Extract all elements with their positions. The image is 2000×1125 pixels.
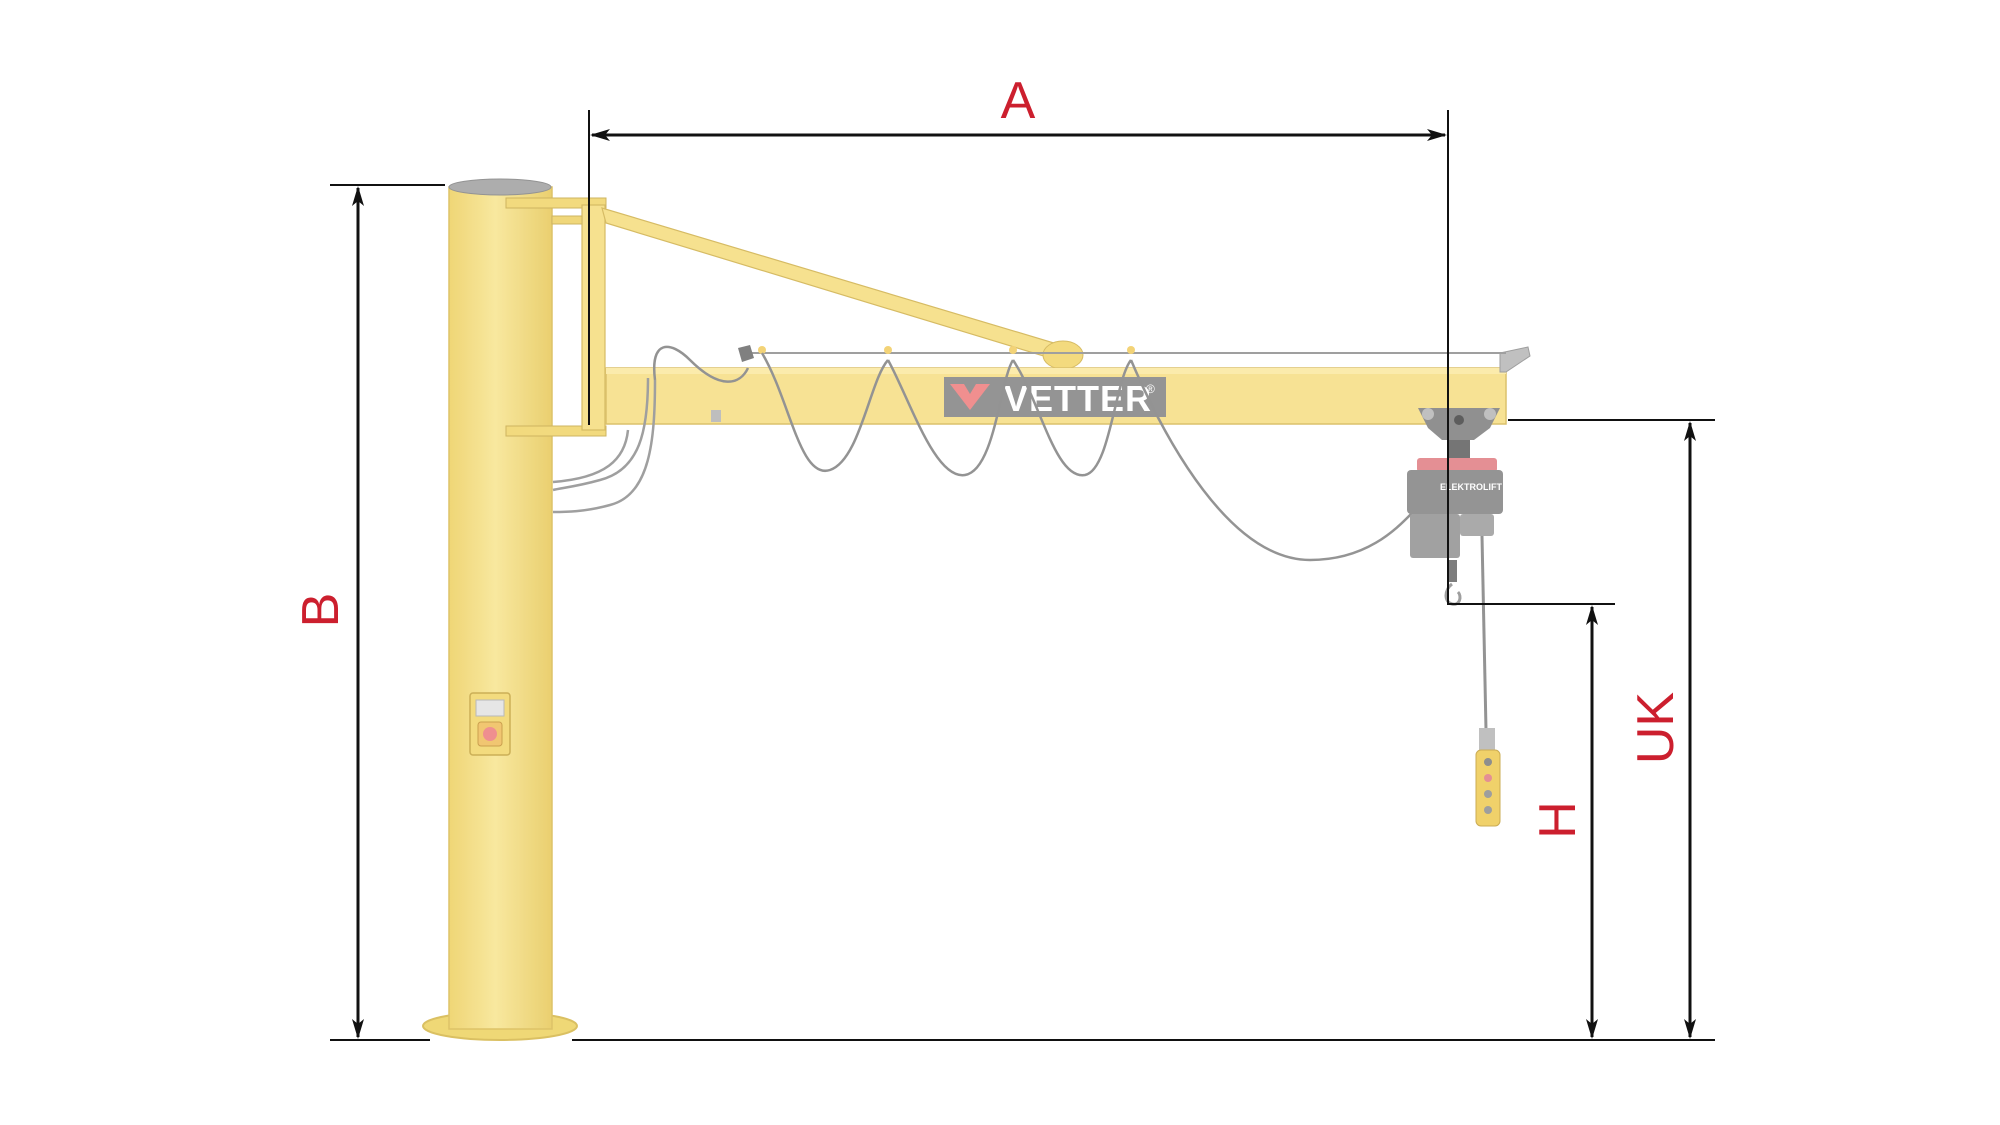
festoon-trolley	[1009, 346, 1017, 354]
crane-illustration: VETTER ® ELEKTROLIFT	[422, 178, 1531, 1041]
dimension-lines	[330, 110, 1715, 1041]
brand-trademark: ®	[1146, 382, 1155, 396]
dimension-label-a: A	[1001, 72, 1036, 130]
column-cables	[552, 377, 657, 514]
column-cap	[448, 178, 552, 196]
king-post	[581, 204, 606, 431]
hoist-brand-text: ELEKTROLIFT	[1440, 482, 1502, 492]
electric-chain-hoist: ELEKTROLIFT	[1407, 458, 1503, 606]
column-control-box	[469, 692, 511, 756]
dimension-label-b: B	[292, 593, 350, 628]
trolley	[1418, 408, 1500, 458]
festoon-trolley	[884, 346, 892, 354]
lower-bracket	[505, 425, 607, 437]
brand-logo-text: VETTER	[1004, 378, 1152, 419]
festoon-trolley	[1127, 346, 1135, 354]
festoon-trolley	[758, 346, 766, 354]
pendant-controller	[1475, 728, 1501, 827]
pendant-cable	[1480, 535, 1488, 731]
pillar-column	[448, 186, 553, 1030]
dimension-label-h: H	[1529, 801, 1587, 839]
brand-logo-mark-icon	[950, 384, 990, 410]
brand-logo-plate: VETTER ®	[944, 377, 1166, 419]
festoon-cable	[652, 345, 1416, 562]
dimension-label-uk: UK	[1627, 692, 1685, 765]
tie-rod	[601, 207, 1065, 362]
upper-bracket	[505, 197, 607, 209]
boom-end-stop	[1499, 346, 1531, 373]
